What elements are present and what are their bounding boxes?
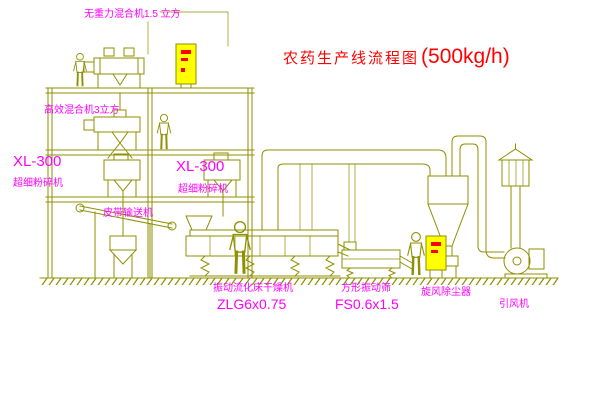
label-cyclone: 旋风除尘器 xyxy=(421,287,471,298)
vibrating-screen xyxy=(339,241,415,279)
label-pulverizer-left-model: XL-300 xyxy=(13,153,62,170)
label-pulverizer-right-model: XL-300 xyxy=(176,158,225,175)
outlet-duct xyxy=(451,135,506,259)
induced-draft-fan xyxy=(503,247,548,279)
label-pulverizer-left-name: 超细粉碎机 xyxy=(13,178,63,189)
floor2-mixer-machine xyxy=(83,92,141,159)
title-text: 农药生产线流程图 xyxy=(283,50,420,67)
label-screen-model: FS0.6x1.5 xyxy=(335,296,399,312)
label-fan: 引风机 xyxy=(499,299,529,310)
person-figure xyxy=(228,220,252,274)
belt-conveyor xyxy=(75,203,177,279)
label-floor2-mixer: 高效混合机3立方 xyxy=(44,105,120,116)
pulverizer-left xyxy=(103,153,141,237)
fluid-bed-dryer xyxy=(185,215,351,277)
pulverizer-right xyxy=(203,152,241,217)
label-top-mixer: 无重力混合机1.5 立方 xyxy=(84,9,181,20)
label-screen-name: 方形振动筛 xyxy=(341,283,391,294)
diagram-title: 农药生产线流程图 (500kg/h) xyxy=(283,45,510,69)
label-dryer-name: 振动流化床干燥机 xyxy=(213,283,293,294)
control-cabinet-1 xyxy=(175,43,197,89)
main-duct xyxy=(261,149,447,243)
label-belt-conveyor: 皮带输送机 xyxy=(103,208,153,219)
control-cabinet-2 xyxy=(425,235,447,279)
label-pulverizer-right-name: 超细粉碎机 xyxy=(178,184,228,195)
top-mixer-machine xyxy=(83,47,145,89)
building-frame xyxy=(45,87,255,279)
label-dryer-model: ZLG6x0.75 xyxy=(217,296,287,312)
exhaust-stack xyxy=(497,143,534,249)
ground-line xyxy=(39,277,563,285)
person-figure xyxy=(156,113,172,150)
title-capacity: (500kg/h) xyxy=(421,45,510,68)
leader-lines xyxy=(147,11,229,55)
collector-bin xyxy=(108,235,138,279)
